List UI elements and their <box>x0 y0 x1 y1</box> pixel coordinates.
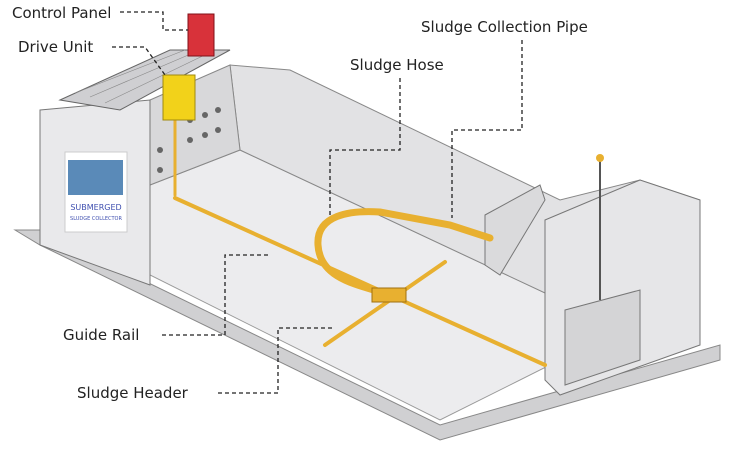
logo: SUBMERGED SLUDGE COLLECTOR <box>64 151 128 233</box>
outlet-chamber-front <box>564 289 641 386</box>
label-sludge-header: Sludge Header <box>77 384 188 402</box>
leader-guide-rail <box>162 254 270 336</box>
sludge-hose <box>314 208 494 299</box>
svg-text:SUBMERGED: SUBMERGED <box>70 203 121 212</box>
leader-sludge-header <box>218 327 335 394</box>
drive-unit <box>162 74 196 121</box>
leader-sludge-collection-pipe <box>451 40 523 218</box>
label-drive-unit: Drive Unit <box>18 38 94 56</box>
leader-drive-unit <box>112 46 166 76</box>
label-control-panel: Control Panel <box>12 4 112 22</box>
grating <box>58 49 231 111</box>
svg-text:SLUDGE COLLECTOR: SLUDGE COLLECTOR <box>70 216 122 222</box>
guide-rail <box>173 196 547 367</box>
leader-sludge-hose <box>329 78 401 215</box>
label-sludge-collection-pipe: Sludge Collection Pipe <box>421 18 588 36</box>
label-guide-rail: Guide Rail <box>63 326 140 344</box>
leader-control-panel <box>120 11 188 31</box>
label-sludge-hose: Sludge Hose <box>350 56 444 74</box>
sludge-header <box>323 260 447 347</box>
weir <box>484 184 546 276</box>
control-panel <box>187 13 215 57</box>
